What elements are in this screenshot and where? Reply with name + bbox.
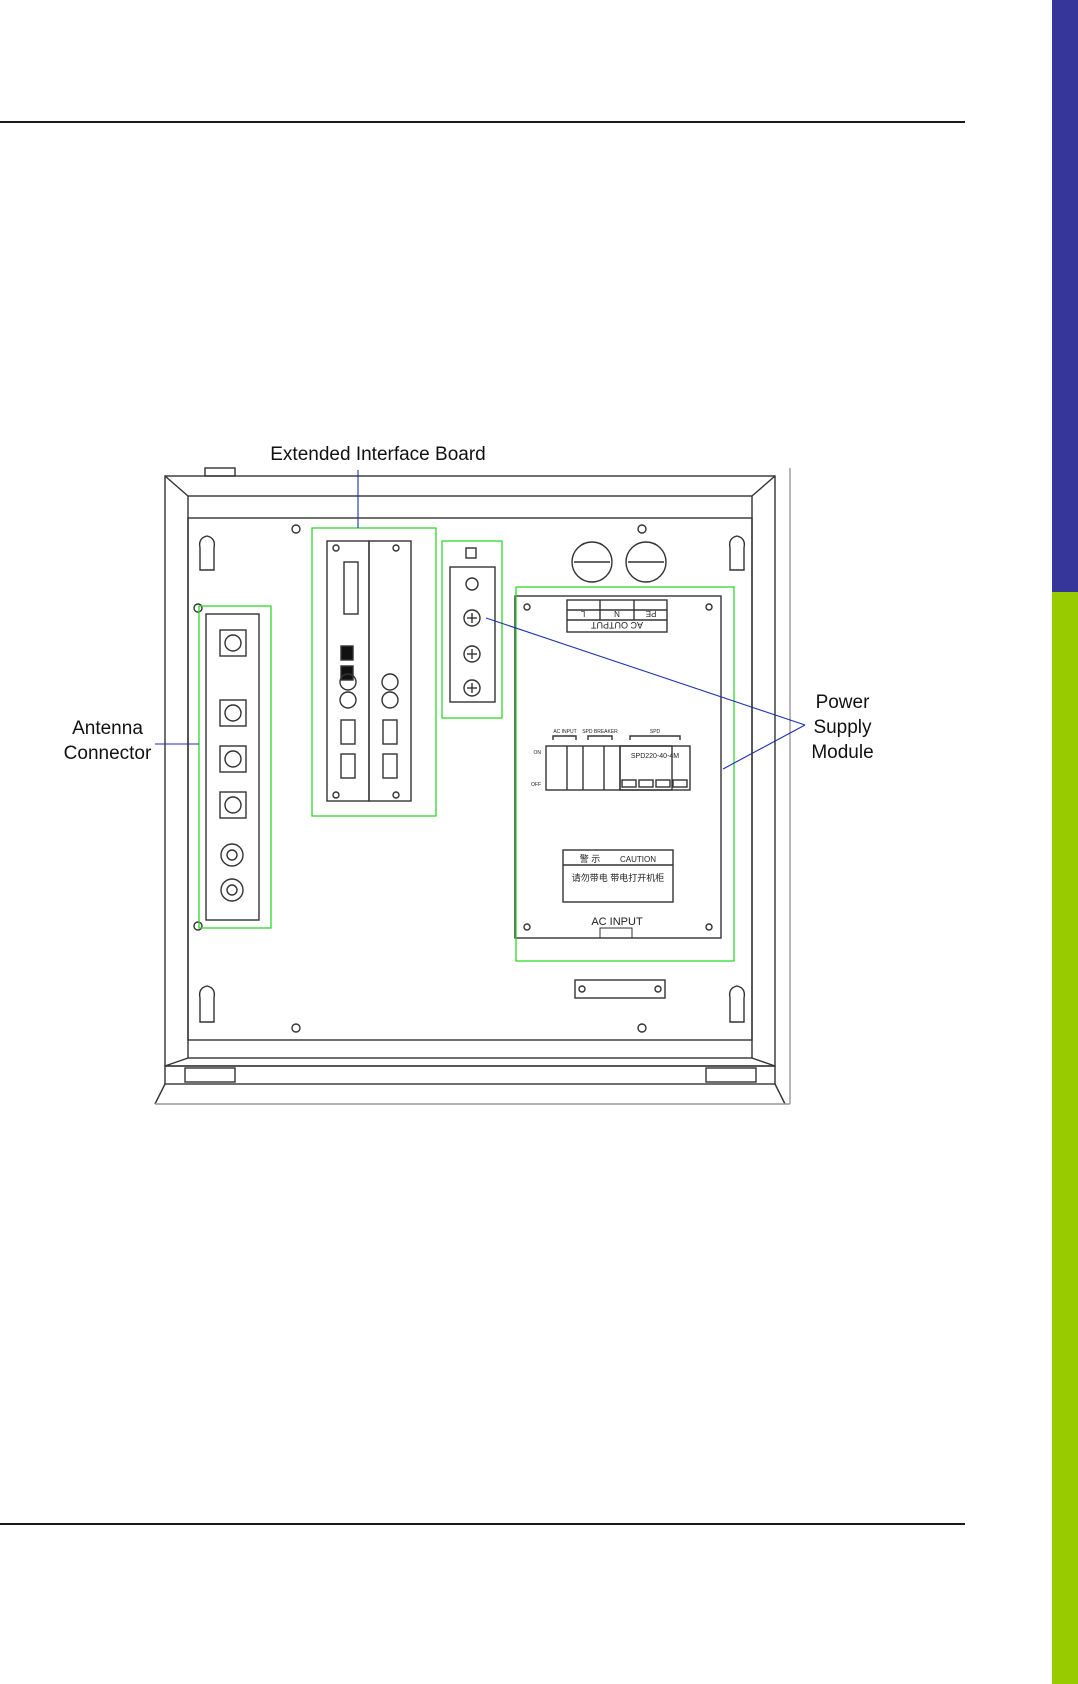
leader-line: [486, 618, 805, 725]
cabinet-base: [165, 1066, 775, 1084]
antenna-port-icon: [220, 746, 246, 772]
label-l: L: [580, 609, 585, 618]
label-spd-breaker: SPD BREAKER: [582, 729, 618, 735]
label-ac-input: AC INPUT: [591, 916, 643, 928]
leader-line: [723, 725, 805, 769]
hinge-icon: [730, 536, 745, 570]
label-caution: CAUTION: [620, 855, 656, 864]
bottom-bracket: [575, 980, 665, 998]
label-off: OFF: [531, 782, 541, 788]
label-warning-cn: 请勿带电 带电打开机柜: [572, 872, 665, 883]
highlight-power-supply-module: [516, 587, 734, 961]
interface-board-card: [369, 541, 411, 801]
label-ac-input-breaker: AC INPUT: [553, 729, 576, 735]
label-caution-cn: 警 示: [580, 853, 601, 864]
label-spd: SPD: [650, 729, 661, 735]
hinge-icon: [730, 986, 745, 1022]
ground-terminal-icon: [466, 548, 476, 558]
highlight-extended-interface-board: [312, 528, 436, 816]
grounding-bar-panel: [450, 567, 495, 702]
label-pe: PE: [646, 609, 657, 618]
gps-port-icon: [221, 879, 243, 901]
label-n: N: [614, 609, 620, 618]
label-on: ON: [534, 750, 542, 756]
hinge-icon: [200, 536, 215, 570]
label-ac-output: AC OUTPUT: [591, 620, 644, 630]
antenna-port-icon: [220, 630, 246, 656]
hinge-icon: [200, 986, 215, 1022]
antenna-port-icon: [220, 792, 246, 818]
cabinet-outer-frame: [165, 476, 775, 1066]
label-spd-model: SPD220-40-4M: [631, 753, 679, 760]
antenna-port-icon: [220, 700, 246, 726]
cabinet-inner-frame: [188, 496, 752, 1058]
gps-port-icon: [221, 844, 243, 866]
